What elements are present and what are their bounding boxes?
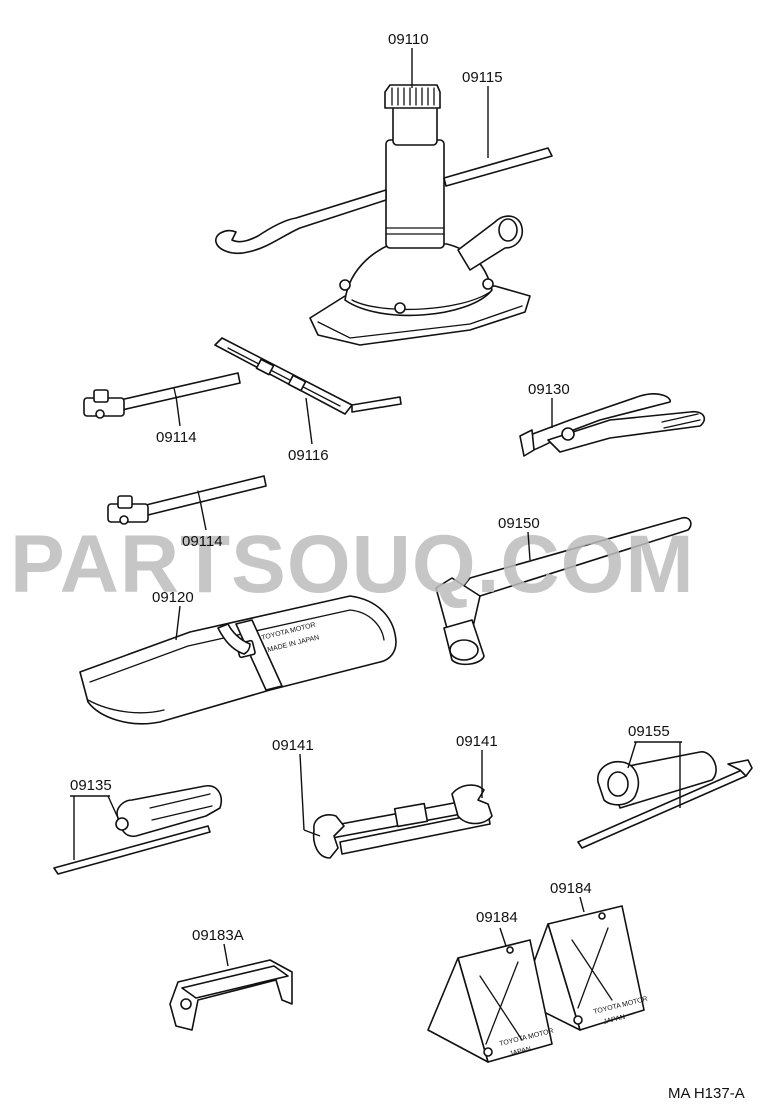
label-jack-lever: 09116 — [288, 447, 329, 464]
label-wheel-wrench: 09150 — [498, 515, 540, 532]
label-handle-bar-2: 09114 — [182, 533, 223, 550]
label-pliers: 09130 — [528, 381, 570, 398]
holder-drawing — [169, 959, 293, 1031]
label-handle-bar-1: 09114 — [156, 429, 197, 446]
label-jack-handle: 09115 — [462, 69, 503, 86]
wheel-wrench-drawing — [435, 516, 692, 666]
label-spanner-right: 09141 — [456, 733, 498, 750]
leader-lines — [70, 48, 682, 967]
reference-code: MA H137-A — [668, 1085, 745, 1102]
label-tool-bag: 09120 — [152, 589, 194, 606]
spanner-drawing — [312, 784, 493, 859]
label-screwdriver: 09135 — [70, 777, 112, 794]
label-wheel-chock-front: 09184 — [476, 909, 518, 926]
handle-bar-2-drawing — [107, 475, 267, 525]
plug-wrench-drawing — [577, 751, 753, 849]
wheel-chock-front-drawing: TOYOTA MOTOR JAPAN — [427, 939, 554, 1063]
label-spanner-left: 09141 — [272, 737, 314, 754]
jack-drawing — [309, 84, 531, 346]
screwdriver-drawing — [53, 785, 222, 875]
label-plug-wrench: 09155 — [628, 723, 670, 740]
watermark-text: PARTSOUQ.COM — [10, 519, 695, 610]
label-jack: 09110 — [388, 31, 429, 48]
jack-handle-drawing — [215, 147, 553, 255]
tool-bag-drawing: TOYOTA MOTOR MADE IN JAPAN — [79, 595, 397, 725]
jack-lever-drawing — [214, 337, 402, 415]
label-wheel-chock-rear: 09184 — [550, 880, 592, 897]
label-holder: 09183A — [192, 927, 244, 944]
handle-bar-1-drawing — [83, 372, 241, 419]
pliers-drawing — [519, 393, 706, 457]
